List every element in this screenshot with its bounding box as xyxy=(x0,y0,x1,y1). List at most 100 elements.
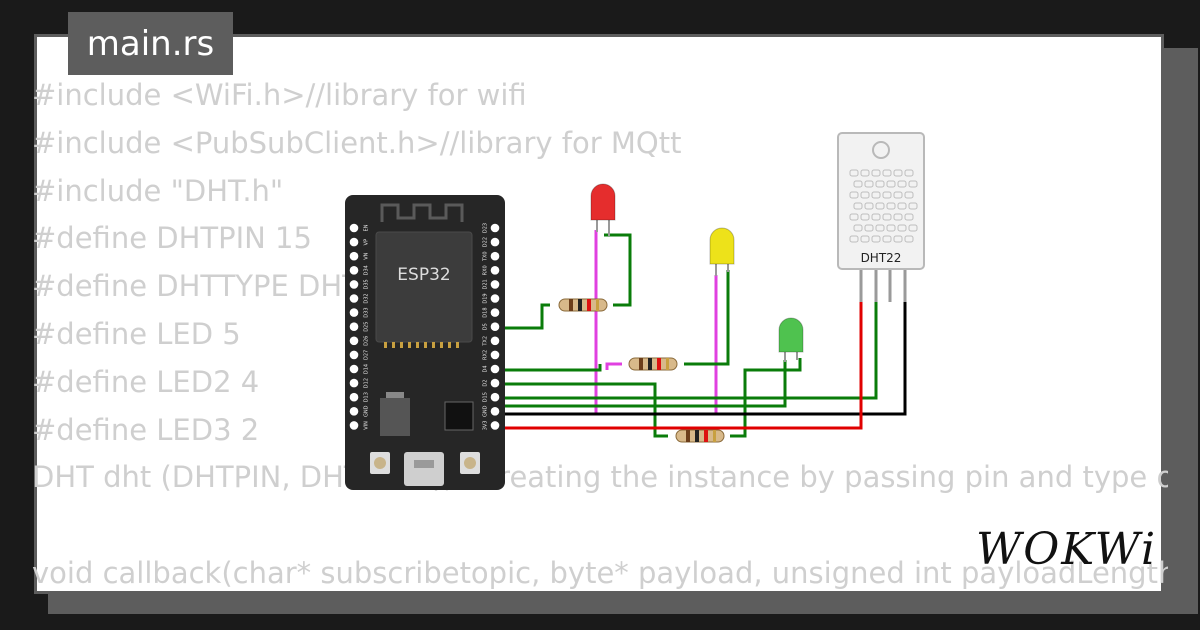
vent-slot xyxy=(871,191,881,199)
shield-contacts xyxy=(384,342,459,348)
pin-hole[interactable] xyxy=(490,336,500,346)
vent-slot xyxy=(860,169,870,177)
wire-r3-led3[interactable] xyxy=(730,358,802,438)
code-line: #define LED2 4 xyxy=(32,364,260,399)
pin-hole[interactable] xyxy=(349,237,359,247)
dht-vent-grid xyxy=(849,169,918,243)
code-line: DHT dht (DHTPIN, DHTTYPE);// creating th… xyxy=(32,460,1168,495)
wire-d15-dht[interactable] xyxy=(497,300,878,400)
pin-hole[interactable] xyxy=(349,266,359,275)
resistor-2[interactable] xyxy=(628,357,678,371)
vent-slot xyxy=(864,180,874,188)
pin-label: D33 xyxy=(364,307,370,317)
pin-hole[interactable] xyxy=(490,350,500,360)
led-yellow[interactable] xyxy=(709,227,735,276)
pin-hole[interactable] xyxy=(490,308,500,317)
pin-label: D27 xyxy=(364,350,370,360)
pin-hole[interactable] xyxy=(349,350,359,360)
pin-label: D23 xyxy=(483,223,489,233)
pin-hole[interactable] xyxy=(490,237,500,247)
vent-slot xyxy=(882,235,892,243)
code-line: void callback(char* subscribetopic, byte… xyxy=(32,555,1168,590)
vent-slot xyxy=(904,191,914,199)
pin-hole[interactable] xyxy=(490,223,500,233)
pin-hole[interactable] xyxy=(349,251,359,261)
vent-slot xyxy=(853,224,863,232)
pin-label: D18 xyxy=(483,307,489,317)
pin-label: VN xyxy=(364,252,370,259)
pin-hole[interactable] xyxy=(490,322,500,332)
wire-d15-led3[interactable] xyxy=(497,360,787,408)
pin-label: D2 xyxy=(483,380,489,387)
pin-hole[interactable] xyxy=(490,407,500,416)
pin-label: D26 xyxy=(364,336,370,346)
pin-hole[interactable] xyxy=(349,336,359,346)
pin-hole[interactable] xyxy=(349,364,359,374)
wire-r2-led2[interactable] xyxy=(684,270,730,366)
vent-slot xyxy=(849,235,859,243)
pin-hole[interactable] xyxy=(490,392,500,402)
filename-tab[interactable]: main.rs xyxy=(68,12,233,75)
pin-hole[interactable] xyxy=(490,364,500,374)
pin-label: D12 xyxy=(364,378,370,388)
wire-3v3[interactable] xyxy=(497,300,863,430)
vent-slot xyxy=(897,202,907,210)
vent-slot xyxy=(893,169,903,177)
pin-label: RX0 xyxy=(483,265,489,275)
vent-slot xyxy=(904,213,914,221)
pin-hole[interactable] xyxy=(490,294,500,303)
pin-label: D35 xyxy=(364,279,370,289)
pin-label: D32 xyxy=(364,293,370,303)
wire-d2[interactable] xyxy=(497,382,668,438)
wire-d5[interactable] xyxy=(497,303,550,330)
wire-r1-led1[interactable] xyxy=(604,233,632,307)
pin-label: VIN xyxy=(364,421,370,430)
pin-hole[interactable] xyxy=(349,322,359,332)
wire-d4[interactable] xyxy=(497,364,602,372)
pin-hole[interactable] xyxy=(349,392,359,402)
pin-hole[interactable] xyxy=(349,223,359,233)
code-line: #define DHTPIN 15 xyxy=(32,221,312,256)
vent-slot xyxy=(849,169,859,177)
led-red[interactable] xyxy=(590,183,616,236)
pin-hole[interactable] xyxy=(349,378,359,388)
wire-magenta-stub[interactable] xyxy=(605,362,622,370)
pin-hole[interactable] xyxy=(349,421,359,430)
pin-hole[interactable] xyxy=(490,378,500,388)
pins-right: D23D22TX0RX0D21D19D18D5TX2RX2D4D2D15GND3… xyxy=(483,223,500,430)
vent-slot xyxy=(886,180,896,188)
pin-hole[interactable] xyxy=(490,280,500,289)
sensor-label: DHT22 xyxy=(861,251,902,265)
pin-hole[interactable] xyxy=(349,294,359,303)
vent-slot xyxy=(882,169,892,177)
pin-hole[interactable] xyxy=(490,251,500,261)
vent-slot xyxy=(849,191,859,199)
code-background: #include <WiFi.h>//library for wifi #inc… xyxy=(32,72,1168,598)
code-line: #include <PubSubClient.h>//library for M… xyxy=(32,125,682,160)
pin-label: D14 xyxy=(364,364,370,374)
wire-gnd[interactable] xyxy=(497,300,907,416)
pin-label: D5 xyxy=(483,323,489,330)
code-line: #define LED3 2 xyxy=(32,412,260,447)
dht22-sensor[interactable]: DHT22 xyxy=(837,132,925,302)
pin-hole[interactable] xyxy=(349,308,359,317)
code-line: #include "DHT.h" xyxy=(32,173,284,208)
vent-slot xyxy=(864,202,874,210)
pin-hole[interactable] xyxy=(490,266,500,275)
pin-label: GND xyxy=(483,405,489,417)
pin-label: 3V3 xyxy=(483,421,489,431)
resistor-1[interactable] xyxy=(558,298,608,312)
led-green[interactable] xyxy=(778,317,804,362)
vent-slot xyxy=(875,224,885,232)
vent-slot xyxy=(864,224,874,232)
pin-hole[interactable] xyxy=(349,407,359,416)
esp32-board[interactable]: ESP32 ENVPVND34D35D32D33D25D26D27D14D12D… xyxy=(345,195,505,490)
vent-slot xyxy=(886,224,896,232)
pin-label: D15 xyxy=(483,392,489,402)
wires xyxy=(497,230,907,438)
pin-hole[interactable] xyxy=(490,421,500,430)
vent-slot xyxy=(875,180,885,188)
pin-hole[interactable] xyxy=(349,280,359,289)
resistor-3[interactable] xyxy=(675,429,725,443)
vent-slot xyxy=(860,213,870,221)
